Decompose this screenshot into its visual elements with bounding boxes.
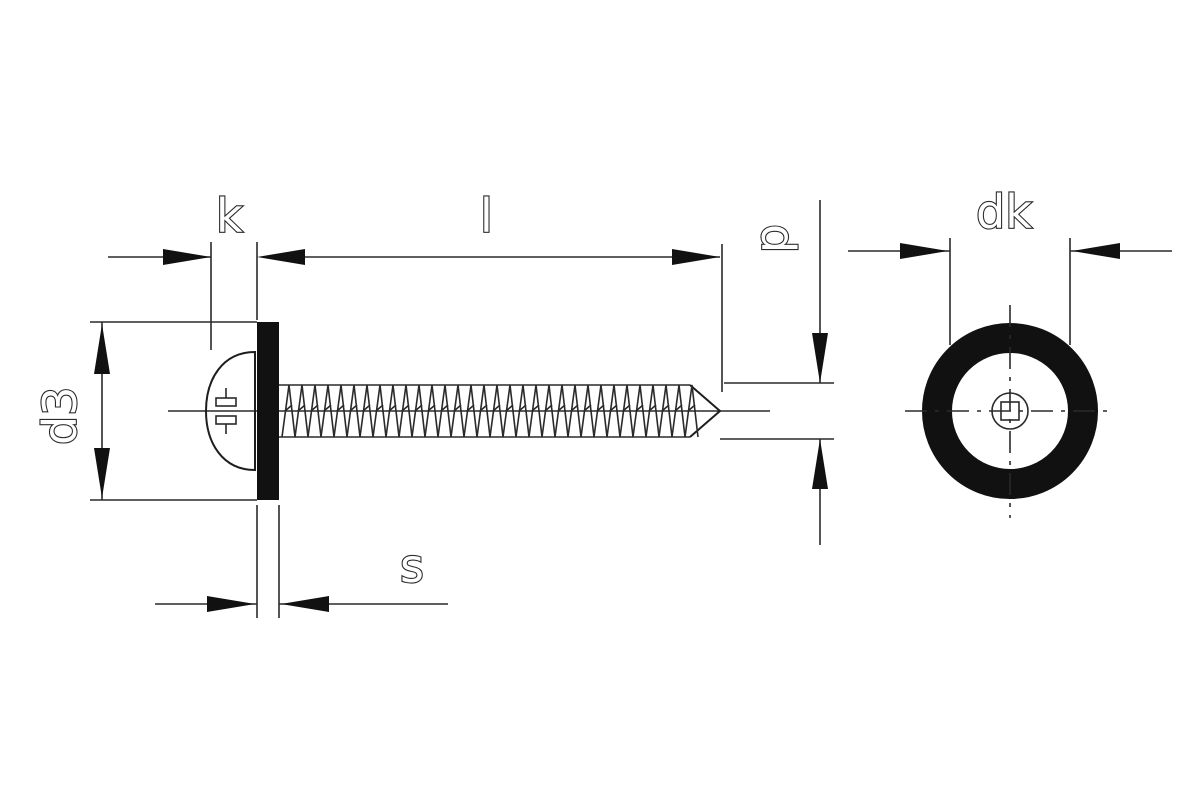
dimension-dk-arrow-right [1072,243,1120,259]
drive-recess-icon [991,392,1029,430]
thread-turn [372,384,387,438]
thread-turn [515,384,530,438]
thread-root [466,404,475,412]
drive-recess-cross [1000,401,1020,421]
thread-turn [489,384,504,438]
dimension-k: k [108,188,305,350]
thread-turn [502,384,517,438]
thread-turn [424,384,439,438]
thread-root [557,404,566,412]
thread-turn [437,384,452,438]
thread-turn [619,384,634,438]
thread-turn [476,384,491,438]
dimension-dk-arrow-left [900,243,948,259]
thread-turn [333,384,348,438]
dimension-s-arrow-right [281,596,329,612]
threaded-shank [279,384,722,438]
thread-turn [671,384,686,438]
dimension-s: s [155,505,448,618]
thread-root [453,404,462,412]
thread-turn [359,384,374,438]
thread-turn [606,384,621,438]
thread-root [505,404,514,412]
dimension-k-arrow-right [257,249,305,265]
thread-root [362,404,371,412]
thread-turn [567,384,582,438]
thread-turn [281,384,296,438]
thread-root [427,404,436,412]
thread-turn [541,384,556,438]
dimension-l: l [305,188,723,392]
thread-root [609,404,618,412]
dimension-l-arrow-right [672,249,720,265]
screw-head [204,350,256,472]
thread-turn [463,384,478,438]
thread-turn [632,384,647,438]
dimension-d3: d3 [32,321,257,501]
dimension-k-arrow-left [163,249,211,265]
thread-turn [580,384,595,438]
thread-turn [385,384,400,438]
thread-root [531,404,540,412]
thread-root [583,404,592,412]
thread-root [310,404,319,412]
thread-root [544,404,553,412]
thread-root [687,404,696,412]
label-dk: dk [976,185,1032,239]
thread-root [401,404,410,412]
thread-root [661,404,670,412]
thread-root [336,404,345,412]
thread-root [440,404,449,412]
dimension-d3-arrow-top [94,324,110,374]
thread-root [570,404,579,412]
dimension-d: d [720,200,834,545]
thread-root [622,404,631,412]
thread-turn [684,384,699,438]
thread-root [349,404,358,412]
thread-turn [554,384,569,438]
thread-turn [593,384,608,438]
head-recess [215,388,237,434]
thread-root [674,404,683,412]
screw-front-view: dk [848,184,1172,518]
dimension-dk: dk [848,184,1172,345]
dimension-d3-arrow-bottom [94,448,110,498]
dimension-d-arrow-bottom [812,439,828,489]
screw-side-view: k l d d3 [32,188,834,618]
thread-root [297,404,306,412]
thread-root [375,404,384,412]
thread-root [323,404,332,412]
thread-turn [346,384,361,438]
thread-turn [320,384,335,438]
thread-root [414,404,423,412]
label-l: l [480,189,493,243]
thread-root [492,404,501,412]
sealing-washer [257,322,279,500]
thread-turn [528,384,543,438]
thread-root [635,404,644,412]
thread-turn [307,384,322,438]
label-d3: d3 [33,387,87,445]
thread-root [596,404,605,412]
dimension-s-arrow-left [207,596,255,612]
thread-root [284,404,293,412]
thread-turn [411,384,426,438]
thread-turn [398,384,413,438]
thread-root [479,404,488,412]
thread-turn [645,384,660,438]
thread-root [648,404,657,412]
label-k: k [216,189,243,243]
thread-turn [658,384,673,438]
label-d: d [751,224,805,253]
label-s: s [400,539,424,593]
dimension-d-arrow-top [812,333,828,383]
thread-root [518,404,527,412]
thread-pattern [281,384,699,438]
thread-turn [294,384,309,438]
thread-turn [450,384,465,438]
thread-root [388,404,397,412]
